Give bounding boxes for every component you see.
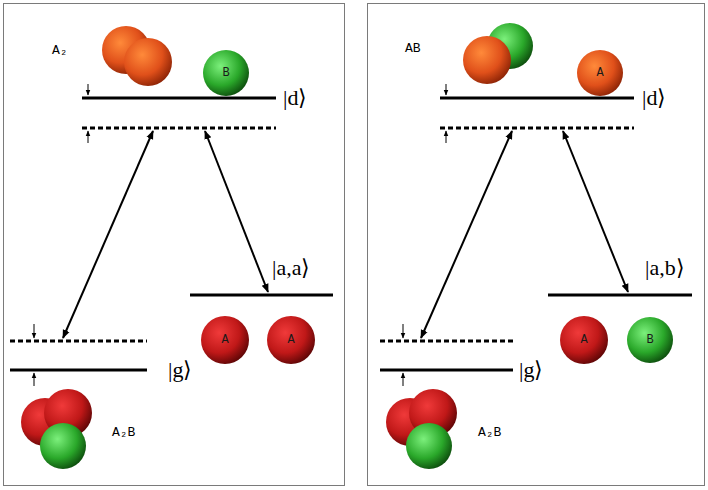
- coupling-arrow: [63, 131, 153, 338]
- state-ket: |g⟩: [519, 359, 543, 381]
- state-ket: |g⟩: [168, 359, 192, 381]
- panel-frame: [4, 4, 345, 486]
- detuned-level: [82, 127, 276, 130]
- atom-sphere: [201, 316, 249, 364]
- shift-arrow: [88, 84, 89, 95]
- atom-sphere: [40, 423, 86, 469]
- shifted-level: [380, 340, 513, 343]
- molecule-label: A₂B: [478, 426, 501, 439]
- atom-node: A: [560, 316, 608, 364]
- atom-letter: A: [221, 333, 228, 347]
- coupling-arrow: [563, 131, 628, 292]
- atom-sphere: [267, 316, 315, 364]
- level-d: [82, 97, 276, 100]
- atom-sphere: [124, 38, 172, 86]
- coupling-arrow: [205, 131, 268, 292]
- state-ket: |a,a⟩: [272, 257, 310, 279]
- atom-node: A: [577, 50, 623, 96]
- state-ket: |d⟩: [642, 87, 666, 109]
- shifted-level: [10, 340, 147, 343]
- atom-sphere: [203, 50, 249, 96]
- atom-sphere: [627, 317, 673, 363]
- shift-arrow: [446, 131, 447, 143]
- shift-arrow: [403, 324, 404, 338]
- level-d: [440, 97, 634, 100]
- molecule-label: AB: [405, 42, 421, 55]
- atom-node: B: [203, 50, 249, 96]
- shift-arrow: [446, 84, 447, 95]
- atom-node: A: [201, 316, 249, 364]
- level-ab: [548, 294, 692, 297]
- state-ket: |a,b⟩: [645, 257, 685, 279]
- atom-sphere: [406, 423, 452, 469]
- shift-arrow: [34, 324, 35, 338]
- atom-node: A: [267, 316, 315, 364]
- panel-frame: [368, 4, 705, 486]
- atom-sphere: [463, 36, 511, 84]
- shift-arrow: [88, 131, 89, 143]
- atom-letter: B: [646, 333, 653, 347]
- atom-sphere: [577, 50, 623, 96]
- atom-letter: B: [222, 66, 229, 80]
- level-g: [380, 369, 513, 372]
- molecule-label: A₂: [52, 44, 68, 57]
- detuned-level: [440, 127, 634, 130]
- molecule-label: A₂B: [112, 426, 135, 439]
- atom-sphere: [560, 316, 608, 364]
- coupling-arrow: [421, 131, 512, 338]
- state-ket: |d⟩: [283, 87, 307, 109]
- shift-arrow: [403, 373, 404, 386]
- atom-letter: A: [287, 333, 294, 347]
- shift-arrow: [34, 373, 35, 386]
- atom-letter: A: [580, 333, 587, 347]
- level-aa: [190, 294, 333, 297]
- level-g: [10, 369, 147, 372]
- atom-node: B: [627, 317, 673, 363]
- atom-letter: A: [596, 66, 603, 80]
